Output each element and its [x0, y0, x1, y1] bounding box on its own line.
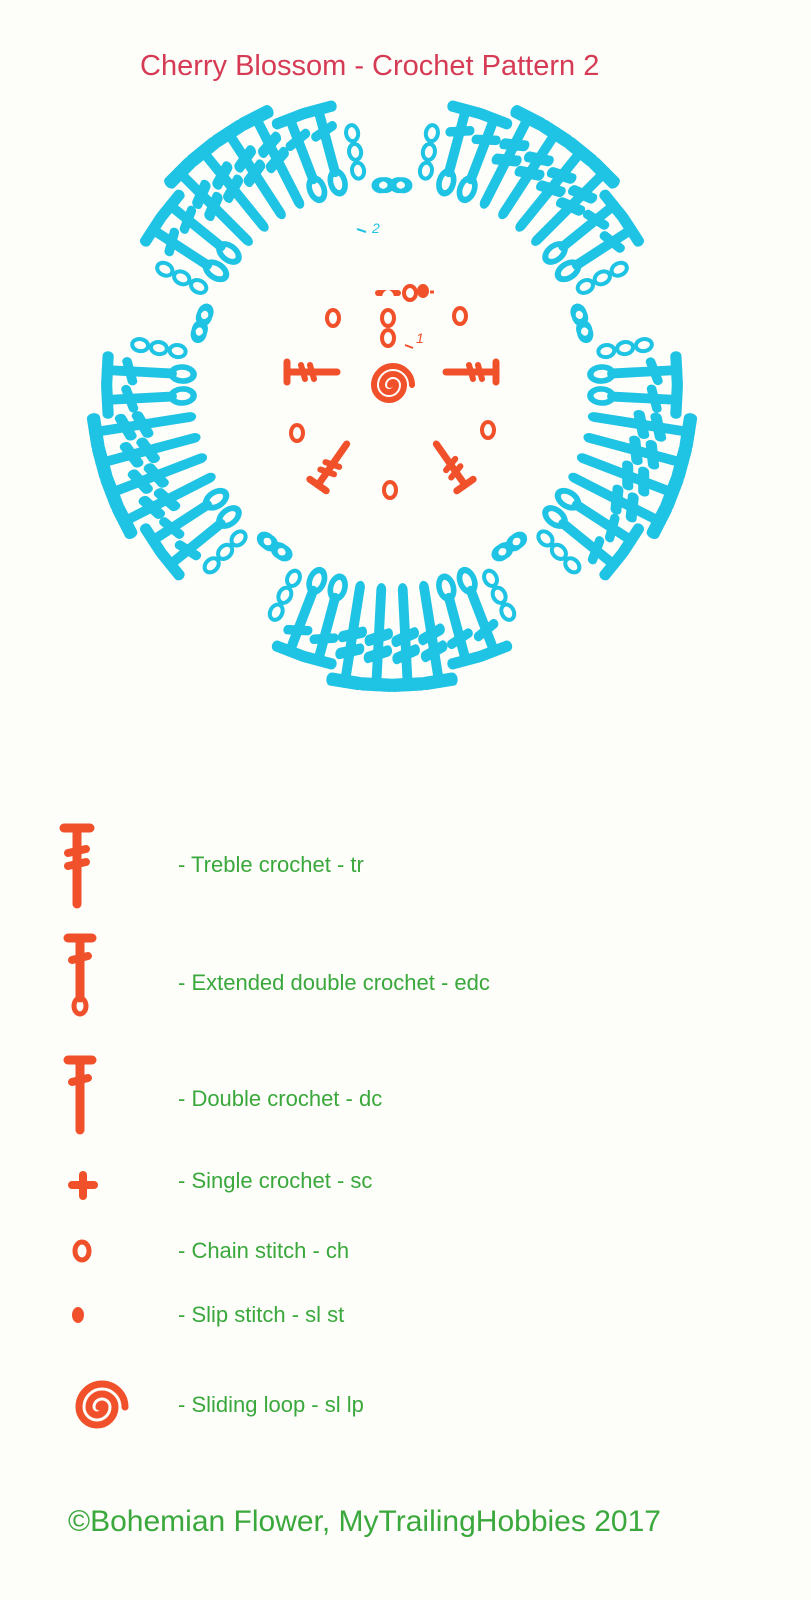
chain-stitch	[167, 342, 188, 360]
chain-stitch	[270, 542, 290, 560]
chain-stitch	[490, 585, 508, 605]
round-2	[94, 106, 691, 685]
legend-label-sl-lp: - Sliding loop - sl lp	[178, 1392, 364, 1417]
chain-stitch	[536, 529, 555, 548]
slip-stitch-symbol	[72, 1307, 84, 1323]
starting-chain	[375, 284, 434, 348]
chain-stitch	[615, 340, 636, 357]
chain-stitch	[417, 160, 435, 181]
extended-double-crochet-stitch	[107, 381, 195, 413]
copyright-notice: ©Bohemian Flower, MyTrailingHobbies 2017	[68, 1505, 661, 1538]
legend-label-sc: - Single crochet - sc	[178, 1168, 373, 1193]
chain-stitch	[276, 585, 294, 605]
chain-stitch	[130, 337, 151, 354]
legend-label-dc: - Double crochet - dc	[178, 1086, 383, 1111]
chain-stitch	[596, 342, 617, 360]
chain-stitch	[285, 568, 302, 588]
chain-stitch	[549, 542, 568, 561]
legend-label-treble: - Treble crochet - tr	[178, 852, 364, 877]
chain-stitch	[609, 260, 629, 278]
chain-stitch	[633, 337, 654, 354]
double-crochet-symbol	[63, 1055, 97, 1135]
legend-label-sl-st: - Slip stitch - sl st	[178, 1302, 345, 1327]
center-sliding-loop	[370, 363, 415, 403]
chain-stitch	[195, 306, 213, 327]
chain-stitch	[505, 533, 525, 552]
round-1-label: 1	[416, 330, 424, 346]
chain-stitch	[155, 260, 175, 278]
petal	[259, 533, 525, 685]
pattern-title: Cherry Blossom - Crochet Pattern 2	[140, 50, 600, 82]
chain-stitch	[499, 602, 517, 622]
petal	[145, 106, 409, 340]
chain-stitch	[172, 269, 192, 287]
chain-stitch	[482, 568, 499, 588]
chain-stitch	[423, 123, 440, 144]
crochet-diagram: 1 2	[0, 0, 811, 780]
extended-double-crochet-stitch	[590, 356, 678, 388]
extended-double-crochet-stitch	[590, 381, 678, 413]
chain-stitch-symbol	[72, 1239, 92, 1263]
chain-stitch	[216, 542, 235, 561]
chain-stitch	[375, 177, 396, 194]
chain-stitch	[190, 323, 207, 344]
chain-stitch	[347, 141, 364, 162]
petal	[94, 306, 290, 575]
single-crochet-symbol	[68, 1171, 98, 1200]
chain-stitch	[420, 141, 437, 162]
chain-stitch	[148, 340, 169, 357]
round-1: 1	[287, 284, 496, 500]
legend-label-edc: - Extended double crochet - edc	[178, 970, 490, 995]
chain-stitch	[575, 278, 595, 295]
chain-stitch	[592, 269, 612, 287]
chain-stitch	[349, 160, 367, 181]
chain-stitch	[202, 556, 221, 575]
chain-stitch	[571, 306, 589, 327]
chain-stitch	[577, 323, 594, 344]
treble-crochet-stitch	[362, 589, 395, 685]
treble-crochet-symbol	[59, 823, 95, 909]
chain-stitch	[344, 123, 361, 144]
sliding-loop-symbol	[75, 1380, 129, 1429]
round-2-label: 2	[371, 220, 380, 236]
petal	[494, 306, 691, 575]
treble-crochet-stitch	[389, 589, 422, 685]
chain-stitch	[563, 556, 582, 575]
legend-label-ch: - Chain stitch - ch	[178, 1238, 350, 1263]
extended-double-crochet-symbol	[63, 933, 97, 1017]
chain-stitch	[229, 529, 248, 548]
chain-stitch	[189, 278, 209, 295]
petal	[375, 106, 639, 340]
chain-stitch	[267, 602, 285, 622]
extended-double-crochet-stitch	[107, 356, 195, 388]
